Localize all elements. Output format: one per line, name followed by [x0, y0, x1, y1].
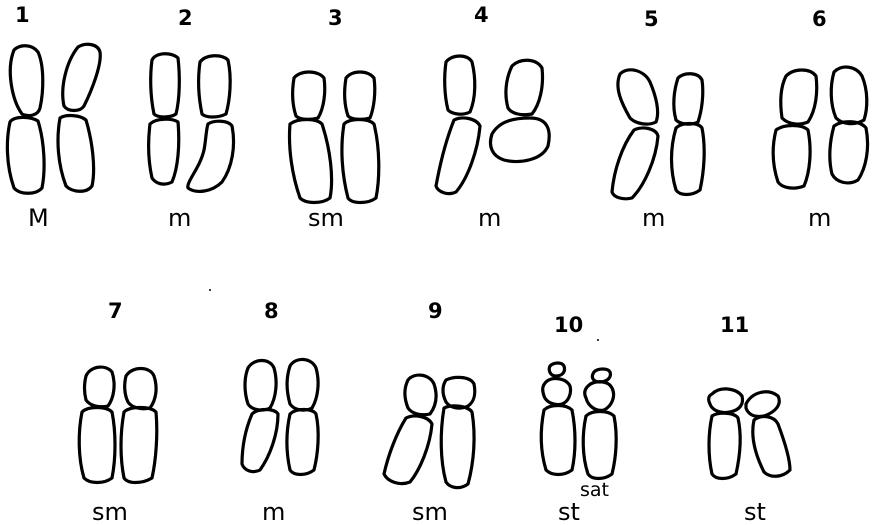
- chromatid-right: [672, 74, 705, 195]
- chromosome-9: 9 sm: [384, 299, 475, 525]
- speck: [209, 289, 211, 291]
- chromatid-left: [384, 375, 436, 484]
- chromosome-type: st: [558, 498, 580, 525]
- chromosome-type: sm: [92, 498, 128, 525]
- chromatid-right: [491, 60, 550, 161]
- chromatid-right: [342, 72, 379, 203]
- chromosome-number: 1: [15, 3, 30, 27]
- chromosome-type: m: [262, 498, 285, 525]
- chromatid-left: [436, 56, 480, 194]
- chromosome-type: sm: [308, 204, 344, 232]
- chromatid-left: [242, 361, 278, 472]
- chromosome-number: 5: [644, 7, 659, 31]
- chromosome-type: m: [642, 204, 665, 232]
- chromosome-number: 4: [474, 3, 489, 27]
- satellite-label: sat: [580, 479, 609, 501]
- chromosome-number: 3: [328, 6, 343, 30]
- chromatid-right: [746, 392, 790, 476]
- chromosome-type: sm: [412, 498, 448, 525]
- satellite: [592, 369, 610, 382]
- chromosome-number: 8: [264, 299, 279, 323]
- chromosome-number: 11: [720, 313, 749, 337]
- chromosome-type: m: [808, 204, 831, 232]
- chromosome-11: 11 st: [709, 313, 790, 525]
- chromosome-7: 7 sm: [79, 299, 157, 525]
- chromatid-left: [149, 54, 180, 184]
- speck: [597, 339, 599, 341]
- chromatid-right: [287, 359, 318, 474]
- chromosome-4: 4 m: [436, 3, 549, 232]
- satellite: [549, 363, 564, 376]
- chromosome-number: 10: [554, 313, 583, 337]
- chromosome-number: 2: [178, 6, 193, 30]
- chromosome-10: 10 st sat: [541, 313, 616, 525]
- chromosome-8: 8 m: [242, 299, 318, 525]
- chromatid-right: [441, 377, 475, 487]
- chromatid-left: [289, 72, 331, 203]
- chromosome-1: 1 M: [7, 3, 100, 232]
- chromatid-right: [830, 67, 868, 183]
- chromosome-number: 7: [108, 299, 123, 323]
- chromosome-number: 6: [812, 7, 827, 31]
- chromatid-right: [583, 369, 616, 479]
- chromosome-type: m: [478, 204, 501, 232]
- chromosome-type: m: [168, 204, 191, 232]
- chromatid-left: [612, 70, 658, 199]
- chromosome-6: 6 m: [773, 7, 867, 232]
- chromatid-right: [188, 56, 234, 192]
- chromatid-left: [773, 70, 817, 188]
- chromatid-left: [541, 363, 575, 475]
- chromatid-left: [79, 367, 115, 482]
- chromosome-type: st: [744, 498, 766, 525]
- chromatid-right: [58, 44, 100, 191]
- chromatid-left: [7, 46, 44, 194]
- chromosome-5: 5 m: [612, 7, 704, 232]
- chromosome-number: 9: [428, 299, 443, 323]
- chromatid-right: [121, 369, 157, 483]
- chromatid-left: [709, 389, 743, 479]
- chromosome-2: 2 m: [149, 6, 234, 232]
- chromosome-3: 3 sm: [289, 6, 378, 232]
- chromosome-type: M: [28, 204, 49, 232]
